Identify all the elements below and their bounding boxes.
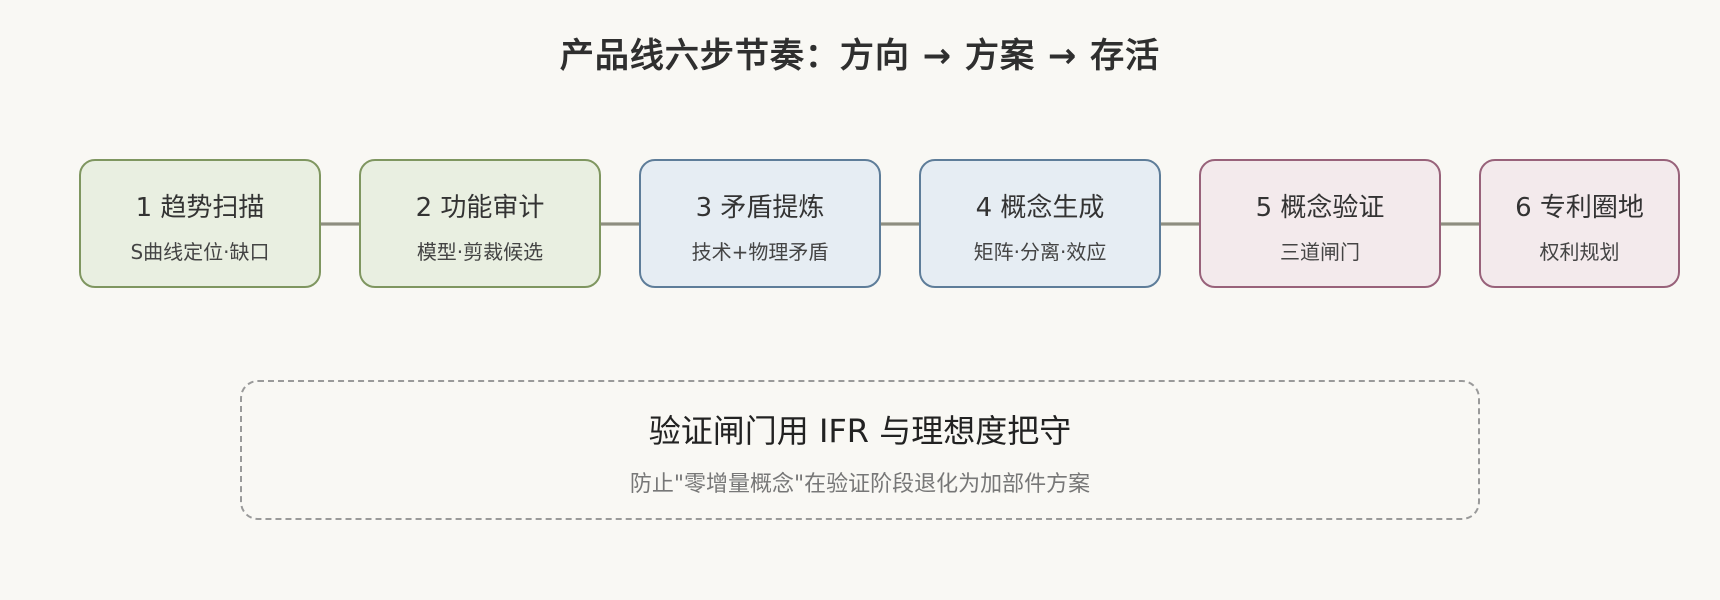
step-2-title: 2 功能审计 <box>415 193 545 223</box>
connector-1-2 <box>320 222 360 226</box>
step-1-box: 1 趋势扫描 S曲线定位·缺口 <box>79 159 321 288</box>
step-2-box: 2 功能审计 模型·剪裁候选 <box>359 159 601 288</box>
step-5-box: 5 概念验证 三道闸门 <box>1199 159 1441 288</box>
step-4-title: 4 概念生成 <box>975 193 1105 223</box>
connector-4-5 <box>1160 222 1200 226</box>
connector-2-3 <box>600 222 640 226</box>
diagram-title: 产品线六步节奏：方向 → 方案 → 存活 <box>559 36 1161 76</box>
connector-3-4 <box>880 222 920 226</box>
step-4-subtitle: 矩阵·分离·效应 <box>973 240 1107 264</box>
step-3-title: 3 矛盾提炼 <box>695 193 825 223</box>
step-5-subtitle: 三道闸门 <box>1280 240 1360 264</box>
step-3-subtitle: 技术+物理矛盾 <box>691 240 829 264</box>
step-6-title: 6 专利圈地 <box>1515 193 1644 223</box>
validation-note-box: 验证闸门用 IFR 与理想度把守 防止"零增量概念"在验证阶段退化为加部件方案 <box>240 380 1480 520</box>
validation-note-title: 验证闸门用 IFR 与理想度把守 <box>648 412 1072 450</box>
step-3-box: 3 矛盾提炼 技术+物理矛盾 <box>639 159 881 288</box>
step-1-title: 1 趋势扫描 <box>135 193 265 223</box>
step-1-subtitle: S曲线定位·缺口 <box>130 240 270 264</box>
step-4-box: 4 概念生成 矩阵·分离·效应 <box>919 159 1161 288</box>
step-6-subtitle: 权利规划 <box>1539 240 1620 264</box>
step-5-title: 5 概念验证 <box>1255 193 1385 223</box>
connector-5-6 <box>1440 222 1480 226</box>
step-6-box: 6 专利圈地 权利规划 <box>1479 159 1680 288</box>
step-2-subtitle: 模型·剪裁候选 <box>416 240 544 264</box>
validation-note-subtitle: 防止"零增量概念"在验证阶段退化为加部件方案 <box>629 472 1091 497</box>
